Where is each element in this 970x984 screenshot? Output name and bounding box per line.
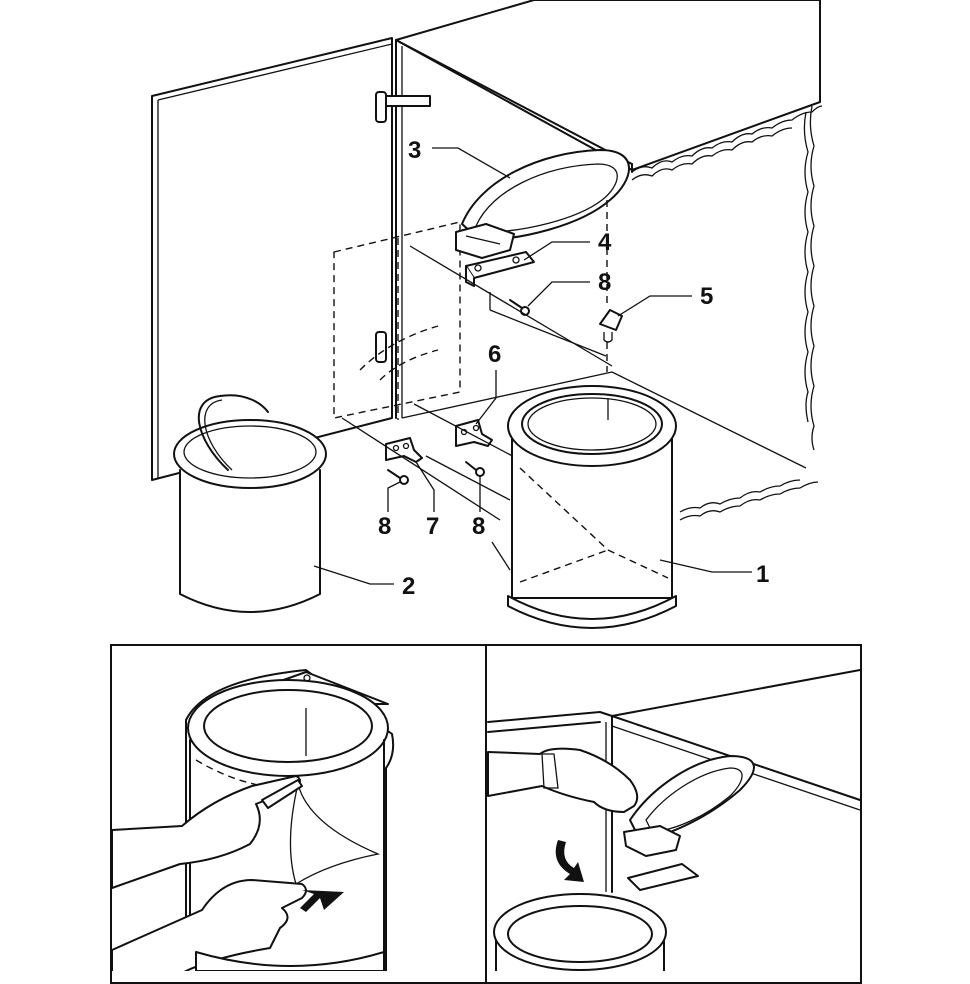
panel-remove-film [110, 644, 487, 984]
catch-part-5 [599, 200, 623, 372]
arrow-curved-down-icon [555, 840, 584, 882]
panel-attach-lid-art [487, 669, 861, 971]
cabinet [151, 0, 823, 521]
bracket-part-7 [385, 437, 423, 463]
arrow-down-left-icon [300, 890, 344, 912]
screw-part-8-lower-left [387, 469, 409, 485]
panel-attach-lid [485, 644, 862, 984]
cabinet-top [395, 0, 821, 171]
callout-7: 7 [426, 513, 439, 540]
bucket-part-2 [173, 394, 327, 613]
callout-8-lower-left: 8 [378, 513, 391, 540]
callout-labels: 3 4 8 5 6 8 7 8 1 2 [378, 137, 769, 600]
callout-2: 2 [402, 573, 415, 600]
bracket-part-6 [455, 419, 493, 447]
leader-lines [313, 147, 752, 585]
callout-8-upper: 8 [598, 269, 611, 296]
callout-5: 5 [700, 283, 713, 310]
screw-part-8-lower-right [465, 461, 485, 477]
mounting-outline [333, 221, 461, 420]
bin-holder-part-1 [507, 385, 677, 629]
door-hinge-icon [375, 91, 387, 123]
cabinet-door [151, 37, 393, 481]
callout-6: 6 [488, 341, 501, 368]
callout-3: 3 [408, 137, 421, 164]
door-hinge-lower-icon [375, 331, 387, 363]
callout-8-lower-right: 8 [472, 513, 485, 540]
lid-part-3 [455, 149, 630, 259]
callout-1: 1 [756, 561, 769, 588]
panel-remove-film-art [111, 669, 395, 971]
callout-4: 4 [598, 229, 612, 256]
